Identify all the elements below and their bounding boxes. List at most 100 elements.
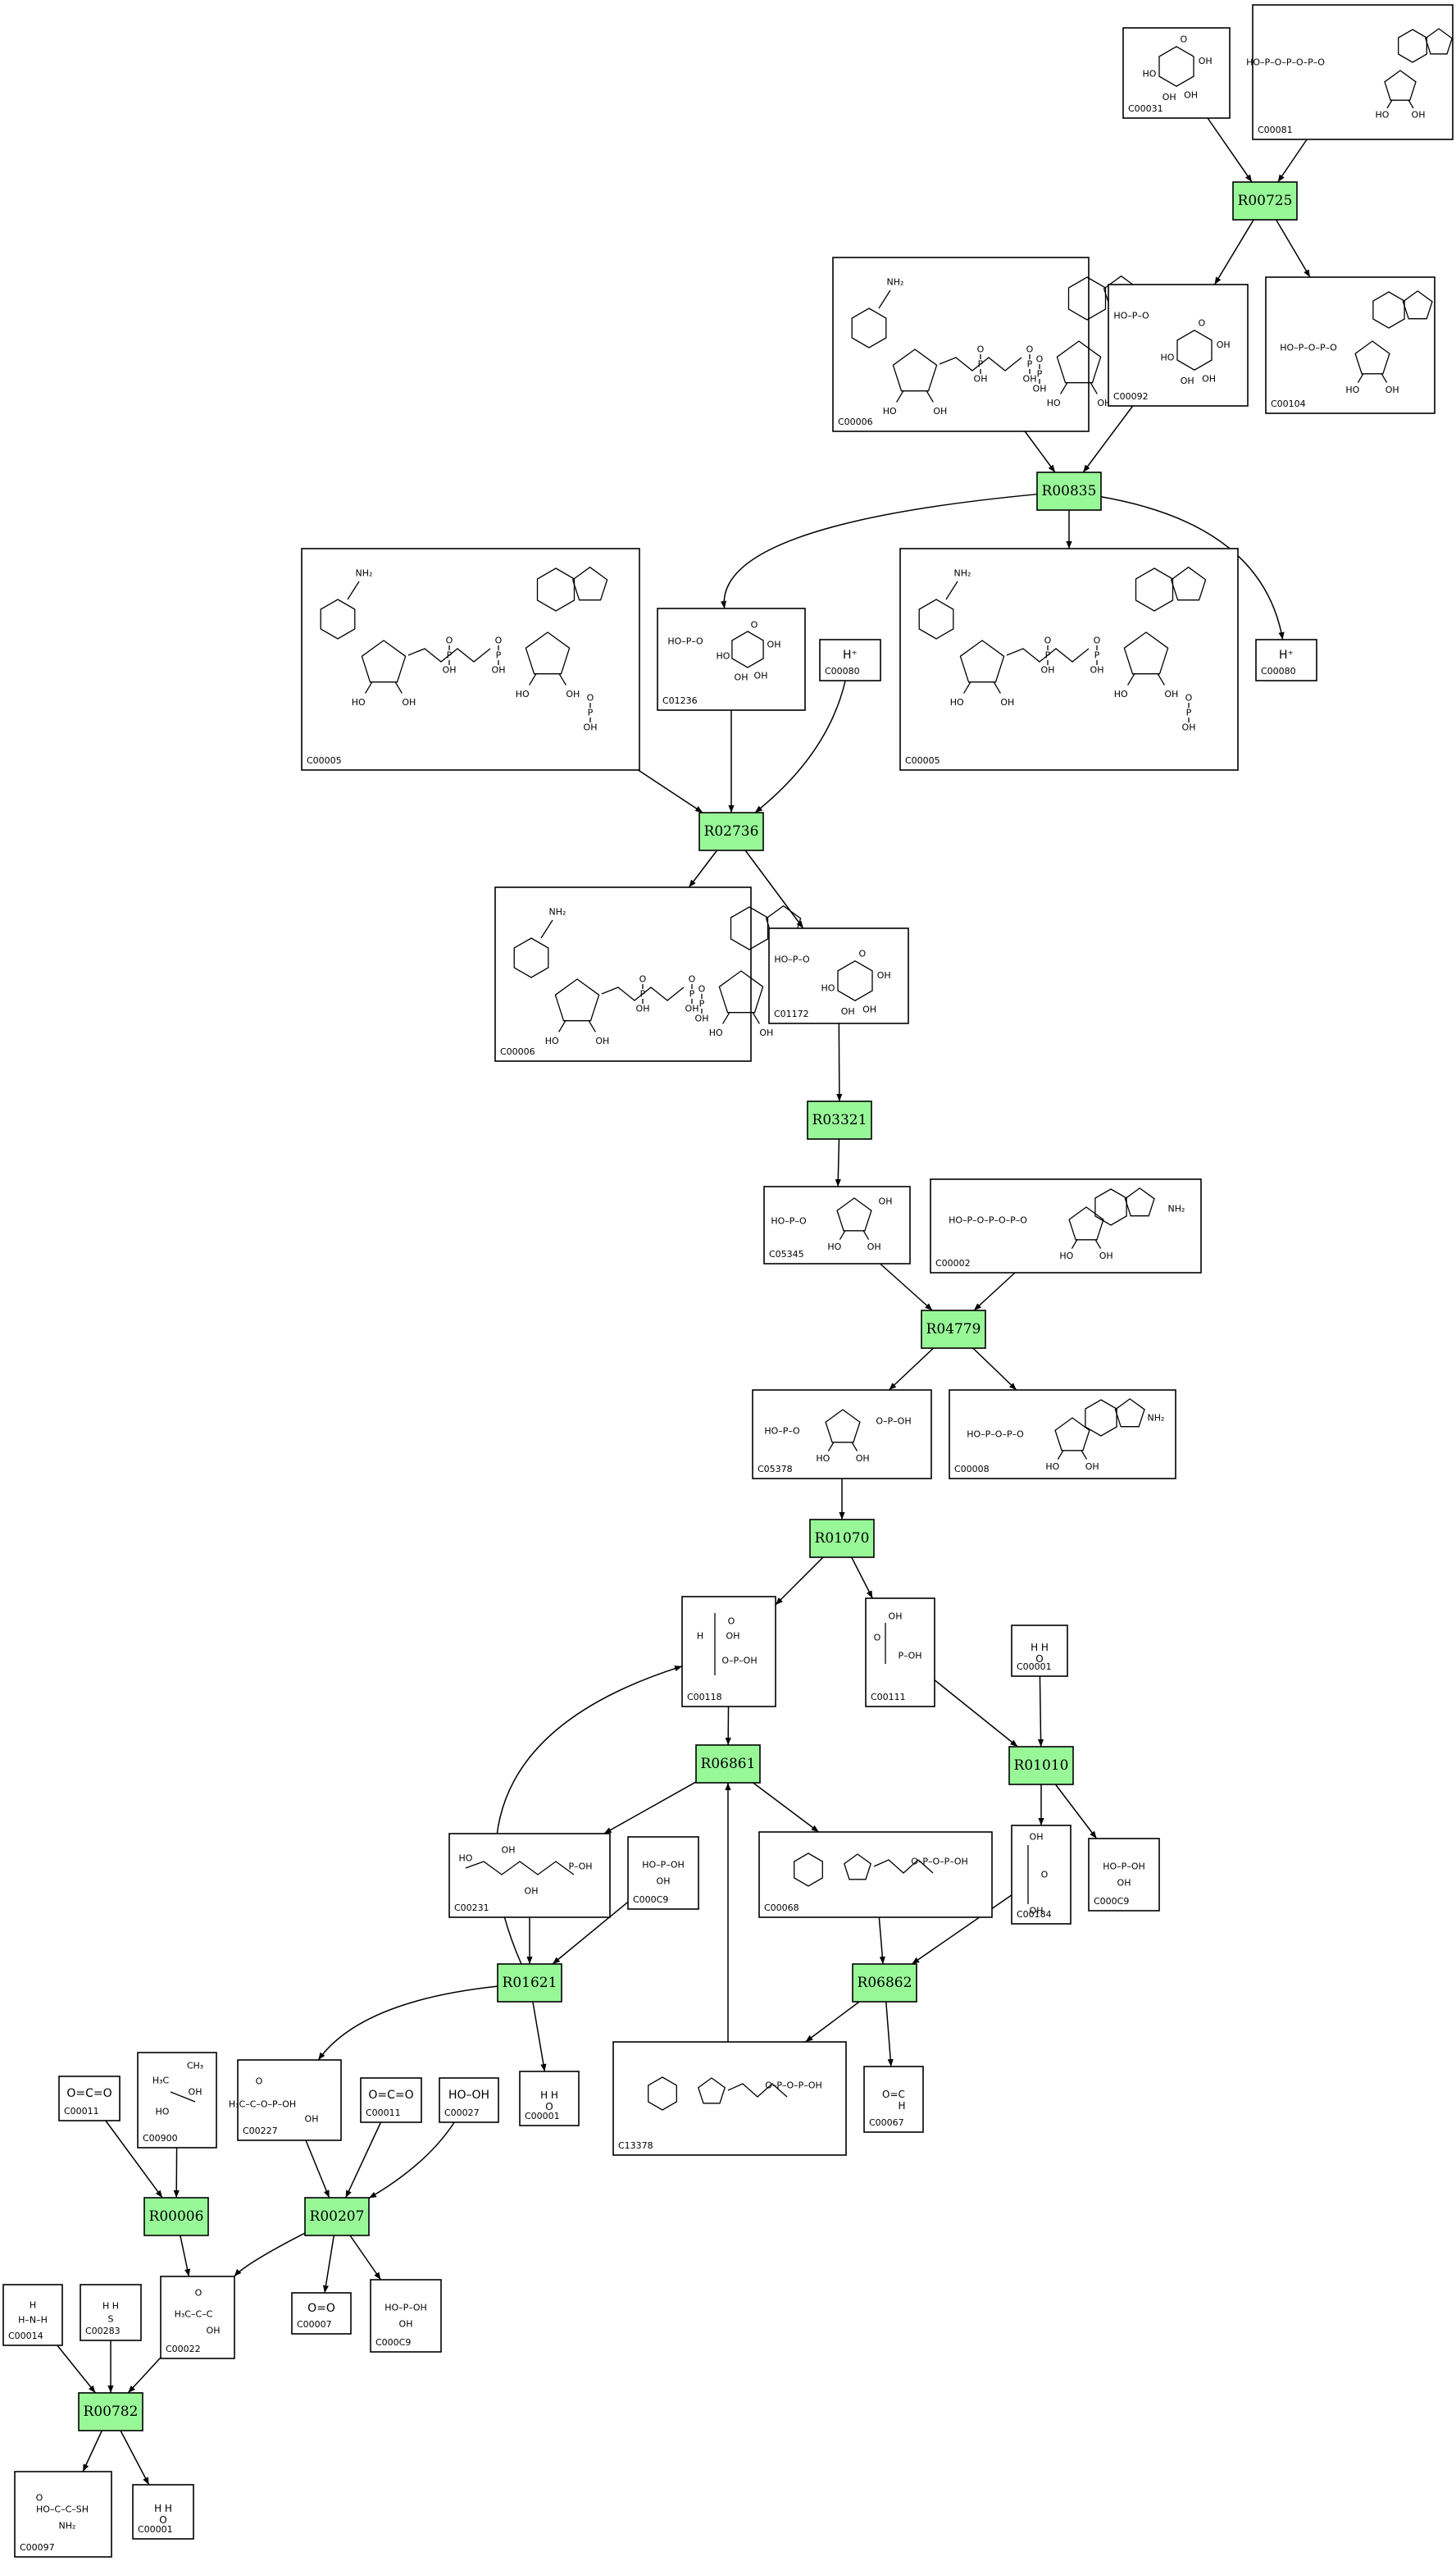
- reaction-node[interactable]: R04779: [921, 1310, 986, 1349]
- reaction-node[interactable]: R06861: [695, 1744, 761, 1784]
- compound-box[interactable]: [1255, 639, 1317, 681]
- compound-box[interactable]: [80, 2284, 142, 2341]
- compound-box[interactable]: [132, 2484, 194, 2540]
- compound-node[interactable]: H⁺C00080: [819, 639, 881, 681]
- compound-box[interactable]: [1265, 276, 1436, 414]
- compound-box[interactable]: [519, 2071, 580, 2126]
- reaction-box[interactable]: [807, 1101, 872, 1140]
- compound-box[interactable]: [768, 927, 909, 1024]
- compound-box[interactable]: [160, 2276, 235, 2359]
- svg-text:OH: OH: [443, 665, 457, 676]
- compound-node[interactable]: H⁺C00080: [1255, 639, 1317, 681]
- reaction-box[interactable]: [1008, 1746, 1074, 1785]
- reaction-node[interactable]: R00835: [1036, 472, 1102, 511]
- compound-box[interactable]: [1252, 4, 1454, 140]
- compound-box[interactable]: [370, 2279, 442, 2353]
- compound-box[interactable]: [819, 639, 881, 681]
- reaction-box[interactable]: [304, 2197, 370, 2236]
- compound-box[interactable]: [1108, 284, 1249, 407]
- compound-box[interactable]: [758, 1831, 993, 1918]
- compound-box[interactable]: [137, 2052, 217, 2149]
- compound-box[interactable]: [1088, 1838, 1160, 1912]
- compound-box[interactable]: [1011, 1825, 1072, 1925]
- compound-box[interactable]: [863, 2066, 924, 2133]
- compound-box[interactable]: [14, 2471, 112, 2558]
- compound-box[interactable]: [58, 2076, 121, 2121]
- compound-box[interactable]: [291, 2292, 352, 2335]
- reaction-box[interactable]: [1232, 181, 1298, 221]
- compound-box[interactable]: [681, 1596, 776, 1707]
- compound-box[interactable]: [657, 608, 806, 711]
- reaction-box[interactable]: [695, 1744, 761, 1784]
- compound-box[interactable]: [612, 2041, 847, 2156]
- reaction-box[interactable]: [1036, 472, 1102, 511]
- reaction-box[interactable]: [78, 2392, 143, 2431]
- reaction-node[interactable]: R00207: [304, 2197, 370, 2236]
- compound-box[interactable]: [439, 2077, 499, 2123]
- reaction-node[interactable]: R00782: [78, 2392, 143, 2431]
- compound-box[interactable]: [2, 2284, 63, 2346]
- reaction-box[interactable]: [921, 1310, 986, 1349]
- reaction-box[interactable]: [852, 1963, 917, 2003]
- reaction-node[interactable]: R01070: [809, 1519, 875, 1558]
- reaction-node[interactable]: R01010: [1008, 1746, 1074, 1785]
- reaction-box[interactable]: [143, 2197, 209, 2236]
- compound-box[interactable]: [627, 1836, 699, 1910]
- compound-box[interactable]: [1011, 1625, 1068, 1677]
- reaction-box[interactable]: [698, 812, 764, 851]
- compound-box[interactable]: [930, 1178, 1202, 1274]
- reaction-box[interactable]: [809, 1519, 875, 1558]
- reaction-node[interactable]: R01621: [497, 1963, 562, 2003]
- reaction-node[interactable]: R02736: [698, 812, 764, 851]
- reaction-node[interactable]: R00725: [1232, 181, 1298, 221]
- reaction-node[interactable]: R00006: [143, 2197, 209, 2236]
- reaction-node[interactable]: R03321: [807, 1101, 872, 1140]
- compound-box[interactable]: [1122, 27, 1231, 119]
- reaction-node[interactable]: R06862: [852, 1963, 917, 2003]
- compound-box[interactable]: [763, 1186, 911, 1265]
- compound-box[interactable]: [237, 2059, 342, 2141]
- compound-box[interactable]: [752, 1389, 932, 1479]
- compound-box[interactable]: [360, 2077, 422, 2123]
- compound-box[interactable]: [448, 1833, 611, 1918]
- compound-box[interactable]: [865, 1597, 935, 1707]
- reaction-box[interactable]: [497, 1963, 562, 2003]
